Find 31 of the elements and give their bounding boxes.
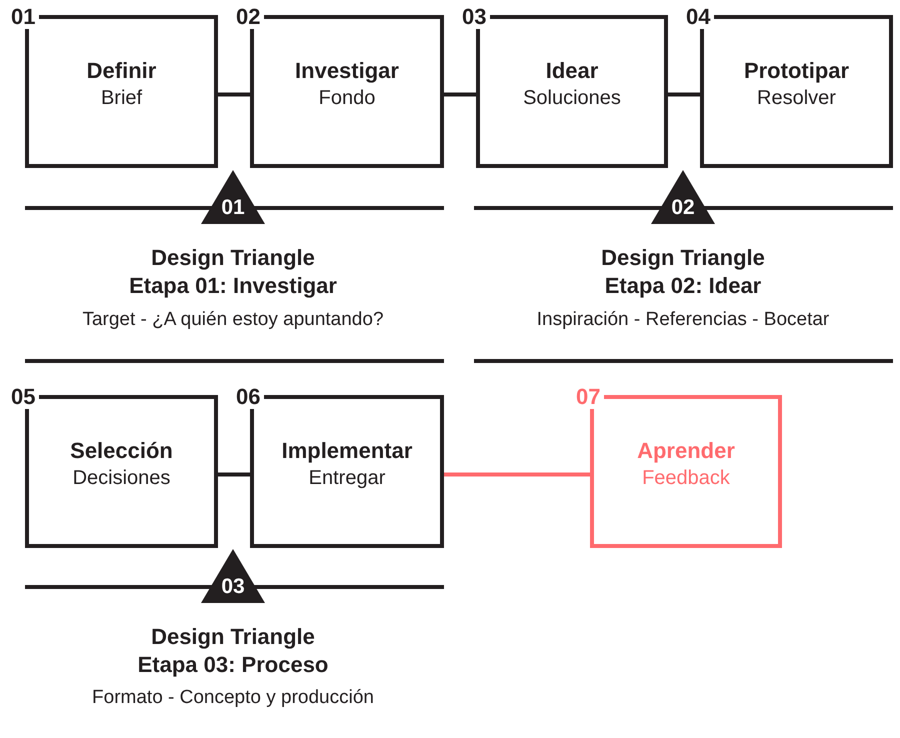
step-subtitle: Fondo — [318, 86, 376, 110]
stage-heading: Design Triangle Etapa 02: Idear — [600, 244, 766, 300]
step-title: Prototipar — [744, 56, 850, 84]
step-title: Aprender — [637, 436, 735, 464]
step-title: Implementar — [282, 436, 412, 464]
triangle-badge — [201, 170, 265, 224]
triangle-badge — [651, 170, 715, 224]
step-subtitle: Soluciones — [523, 86, 621, 110]
connector-line — [444, 92, 476, 96]
badge-number: 02 — [670, 196, 696, 220]
step-subtitle: Feedback — [642, 466, 730, 490]
step-title: Idear — [546, 56, 598, 84]
connector-line — [444, 472, 590, 476]
step-title: Investigar — [295, 56, 399, 84]
stage-description: Formato - Concepto y producción — [91, 686, 375, 710]
stage-description: Inspiración - Referencias - Bocetar — [536, 308, 830, 332]
stage-description: Target - ¿A quién estoy apuntando? — [81, 308, 385, 332]
stage-heading: Design Triangle Etapa 03: Proceso — [136, 623, 330, 679]
step-subtitle: Resolver — [757, 86, 836, 110]
triangle-badge — [201, 549, 265, 603]
connector-line — [218, 92, 250, 96]
step-subtitle: Brief — [100, 86, 142, 110]
badge-number: 03 — [220, 575, 246, 599]
badge-number: 01 — [220, 196, 246, 220]
step-subtitle: Decisiones — [72, 466, 170, 490]
connector-line — [668, 92, 700, 96]
step-title: Selección — [70, 436, 173, 464]
stage-heading: Design Triangle Etapa 01: Investigar — [128, 244, 338, 300]
step-title: Definir — [86, 56, 156, 84]
step-subtitle: Entregar — [308, 466, 386, 490]
connector-line — [218, 472, 250, 476]
